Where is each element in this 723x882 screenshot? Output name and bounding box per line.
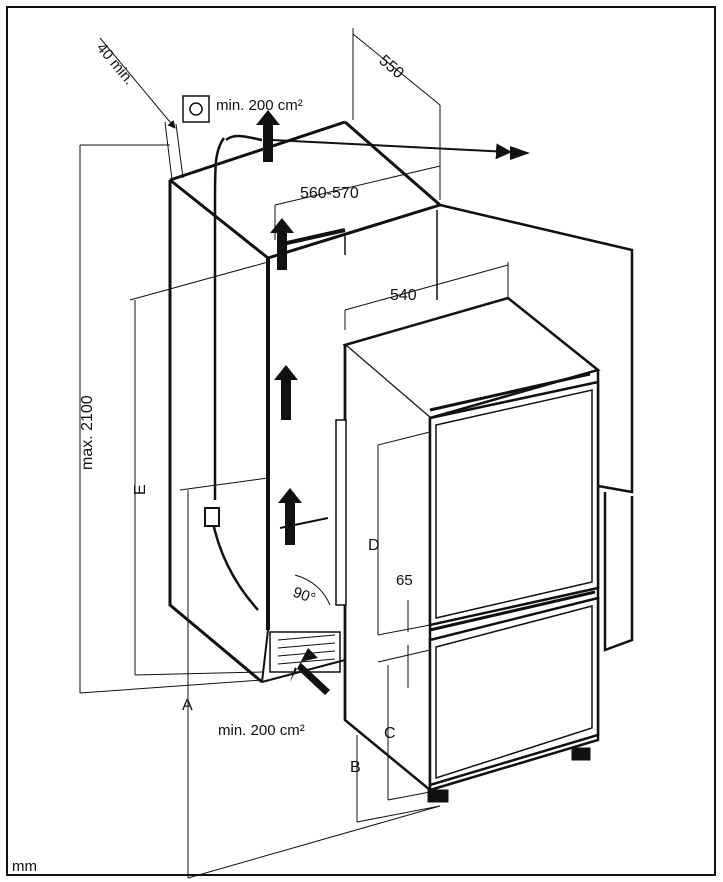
vent-bottom-label: min. 200 cm² [218, 722, 305, 739]
angle-label: 90° [291, 584, 318, 608]
refrigerator [335, 296, 601, 803]
dim-40-label: 40 min. [93, 40, 138, 89]
dimension-lines [79, 28, 509, 879]
airflow-out-arrow [271, 139, 512, 160]
dim-d-label: D [368, 537, 380, 554]
cabinet-door [439, 203, 634, 652]
vent-top-label: min. 200 cm² [216, 97, 303, 114]
wall-socket-icon [182, 95, 210, 123]
dim-65-label: 65 [396, 572, 413, 589]
dim-height-label: max. 2100 [79, 395, 96, 470]
dim-b-label: B [350, 759, 361, 776]
cabinet-niche [168, 120, 441, 684]
airflow-arrows [256, 110, 330, 695]
dim-c-label: C [384, 725, 396, 742]
bottom-vent-grille [269, 631, 341, 673]
dim-560-570-label: 560-570 [300, 185, 359, 202]
dim-540-label: 540 [390, 287, 417, 304]
unit-label: mm [12, 858, 37, 875]
dim-e-label: E [132, 484, 149, 495]
power-cable [204, 134, 263, 611]
dim-a-label: A [182, 697, 193, 714]
